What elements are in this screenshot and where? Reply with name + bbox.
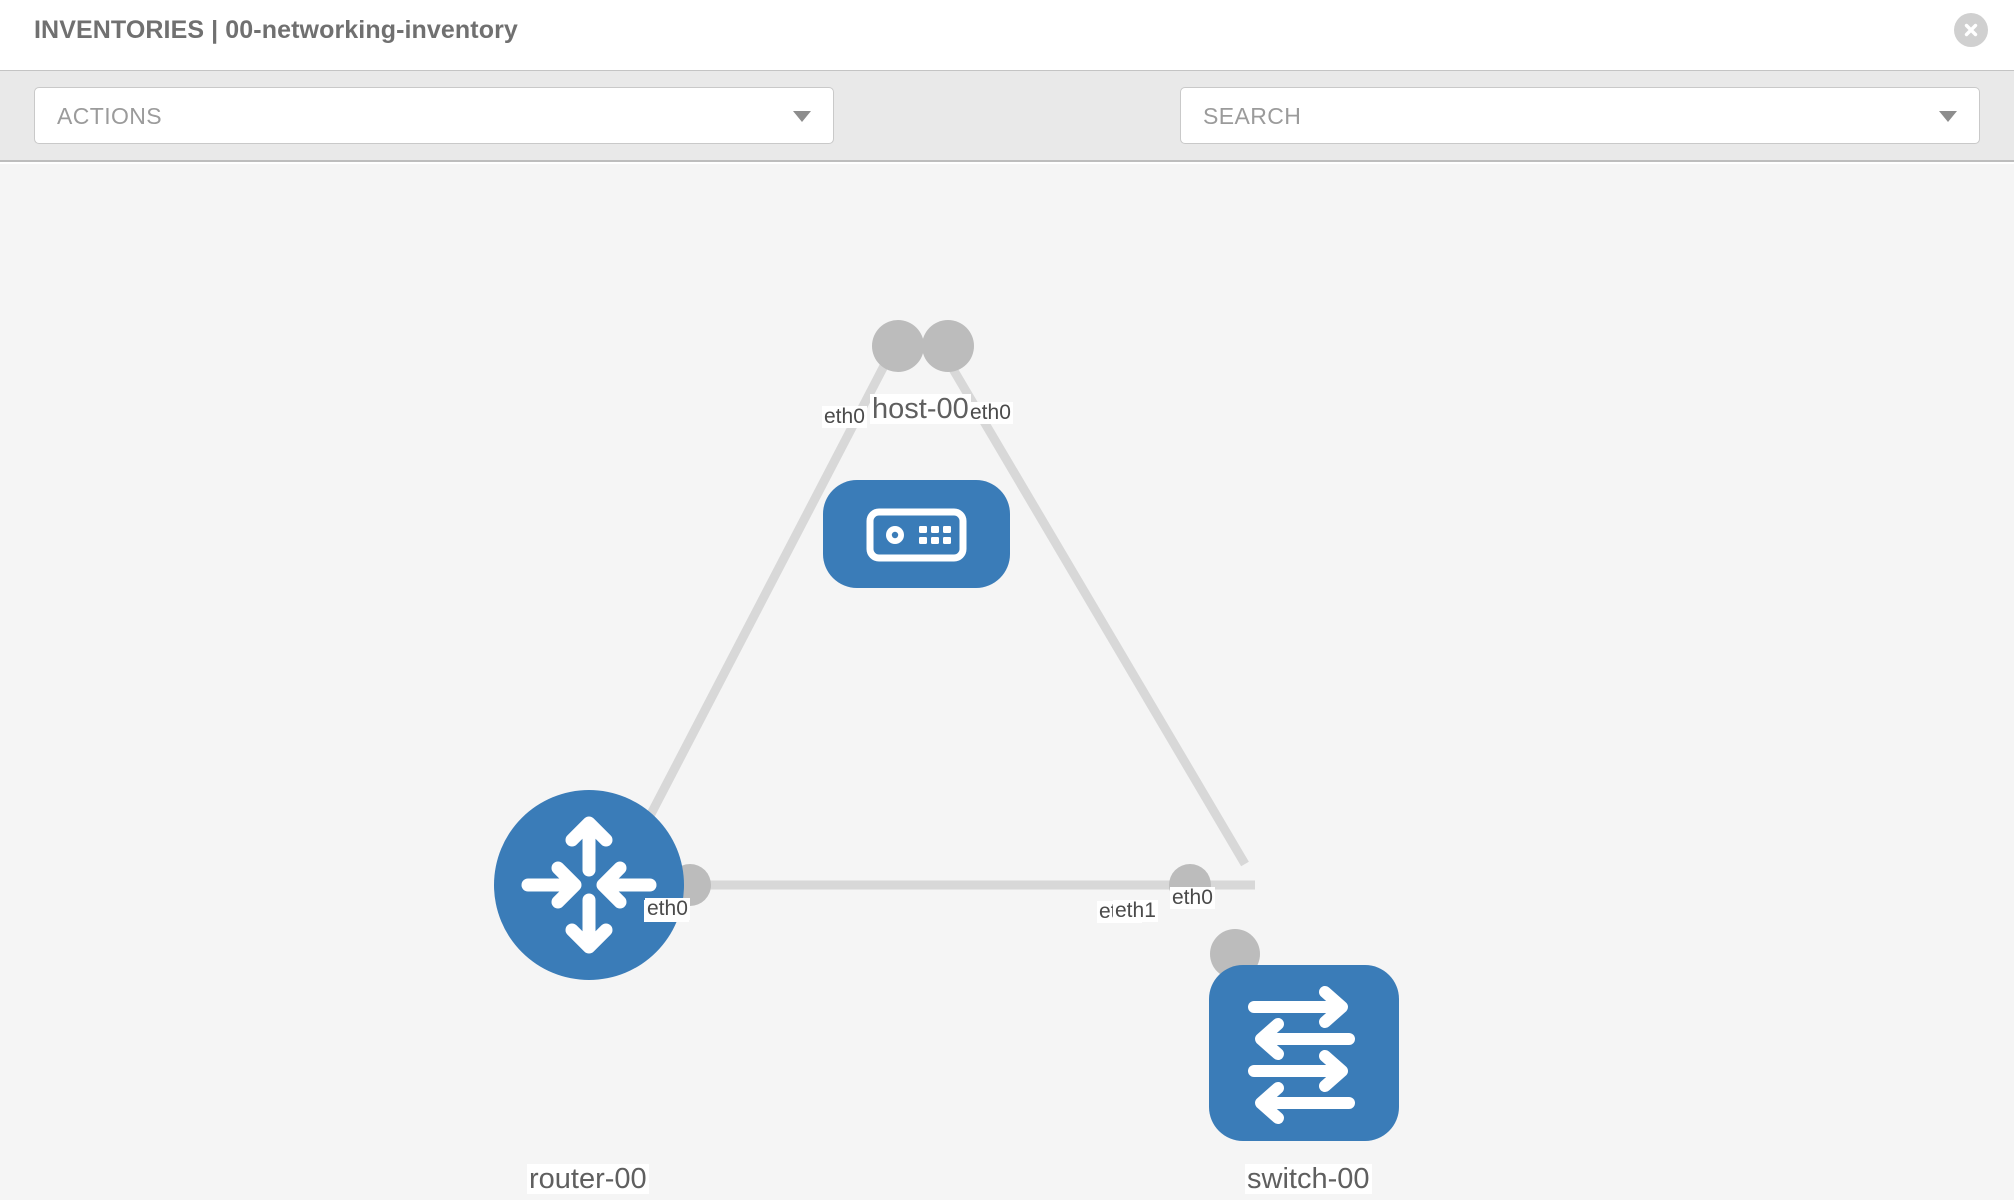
node-switch-00 <box>1209 965 1399 1141</box>
topology-canvas[interactable]: eth0 host-00 eth0 eth0 eth0 eth0 eth1 et… <box>0 164 2014 1200</box>
window-header: INVENTORIES | 00-networking-inventory <box>0 0 2014 70</box>
topology-graph <box>494 320 1399 1141</box>
iface-label-host-left: eth0 <box>822 405 867 429</box>
connector-host-right <box>922 320 974 372</box>
connector-host-left <box>872 320 924 372</box>
chevron-down-icon <box>793 111 811 122</box>
node-host-00 <box>823 480 1010 588</box>
server-icon <box>866 508 967 562</box>
toolbar: ACTIONS SEARCH <box>0 70 2014 204</box>
edge-host-switch <box>946 361 1249 867</box>
node-label-router-00: router-00 <box>527 1163 649 1195</box>
switch-arrows-icon <box>1248 986 1355 1124</box>
iface-label-switch-uplink: eth0 <box>1170 886 1215 910</box>
node-label-host-00: host-00 <box>870 393 971 425</box>
node-label-switch-00: switch-00 <box>1245 1163 1372 1195</box>
node-router-00 <box>494 790 684 980</box>
edge-host-router <box>621 361 889 867</box>
chevron-down-icon <box>1939 111 1957 122</box>
search-placeholder: SEARCH <box>1203 103 1302 129</box>
actions-dropdown[interactable]: ACTIONS <box>34 87 834 144</box>
actions-dropdown-label: ACTIONS <box>57 103 163 129</box>
iface-label-host-right: eth0 <box>968 401 1013 425</box>
topology-edges <box>621 361 1255 890</box>
iface-label-router-eth0-hidden: eth0 <box>645 897 690 921</box>
router-arrows-icon <box>521 816 657 954</box>
page-title: INVENTORIES | 00-networking-inventory <box>34 16 518 44</box>
close-icon[interactable] <box>1954 13 1988 47</box>
iface-label-switch-left: eth1 <box>1113 899 1158 923</box>
search-input[interactable]: SEARCH <box>1180 87 1980 144</box>
